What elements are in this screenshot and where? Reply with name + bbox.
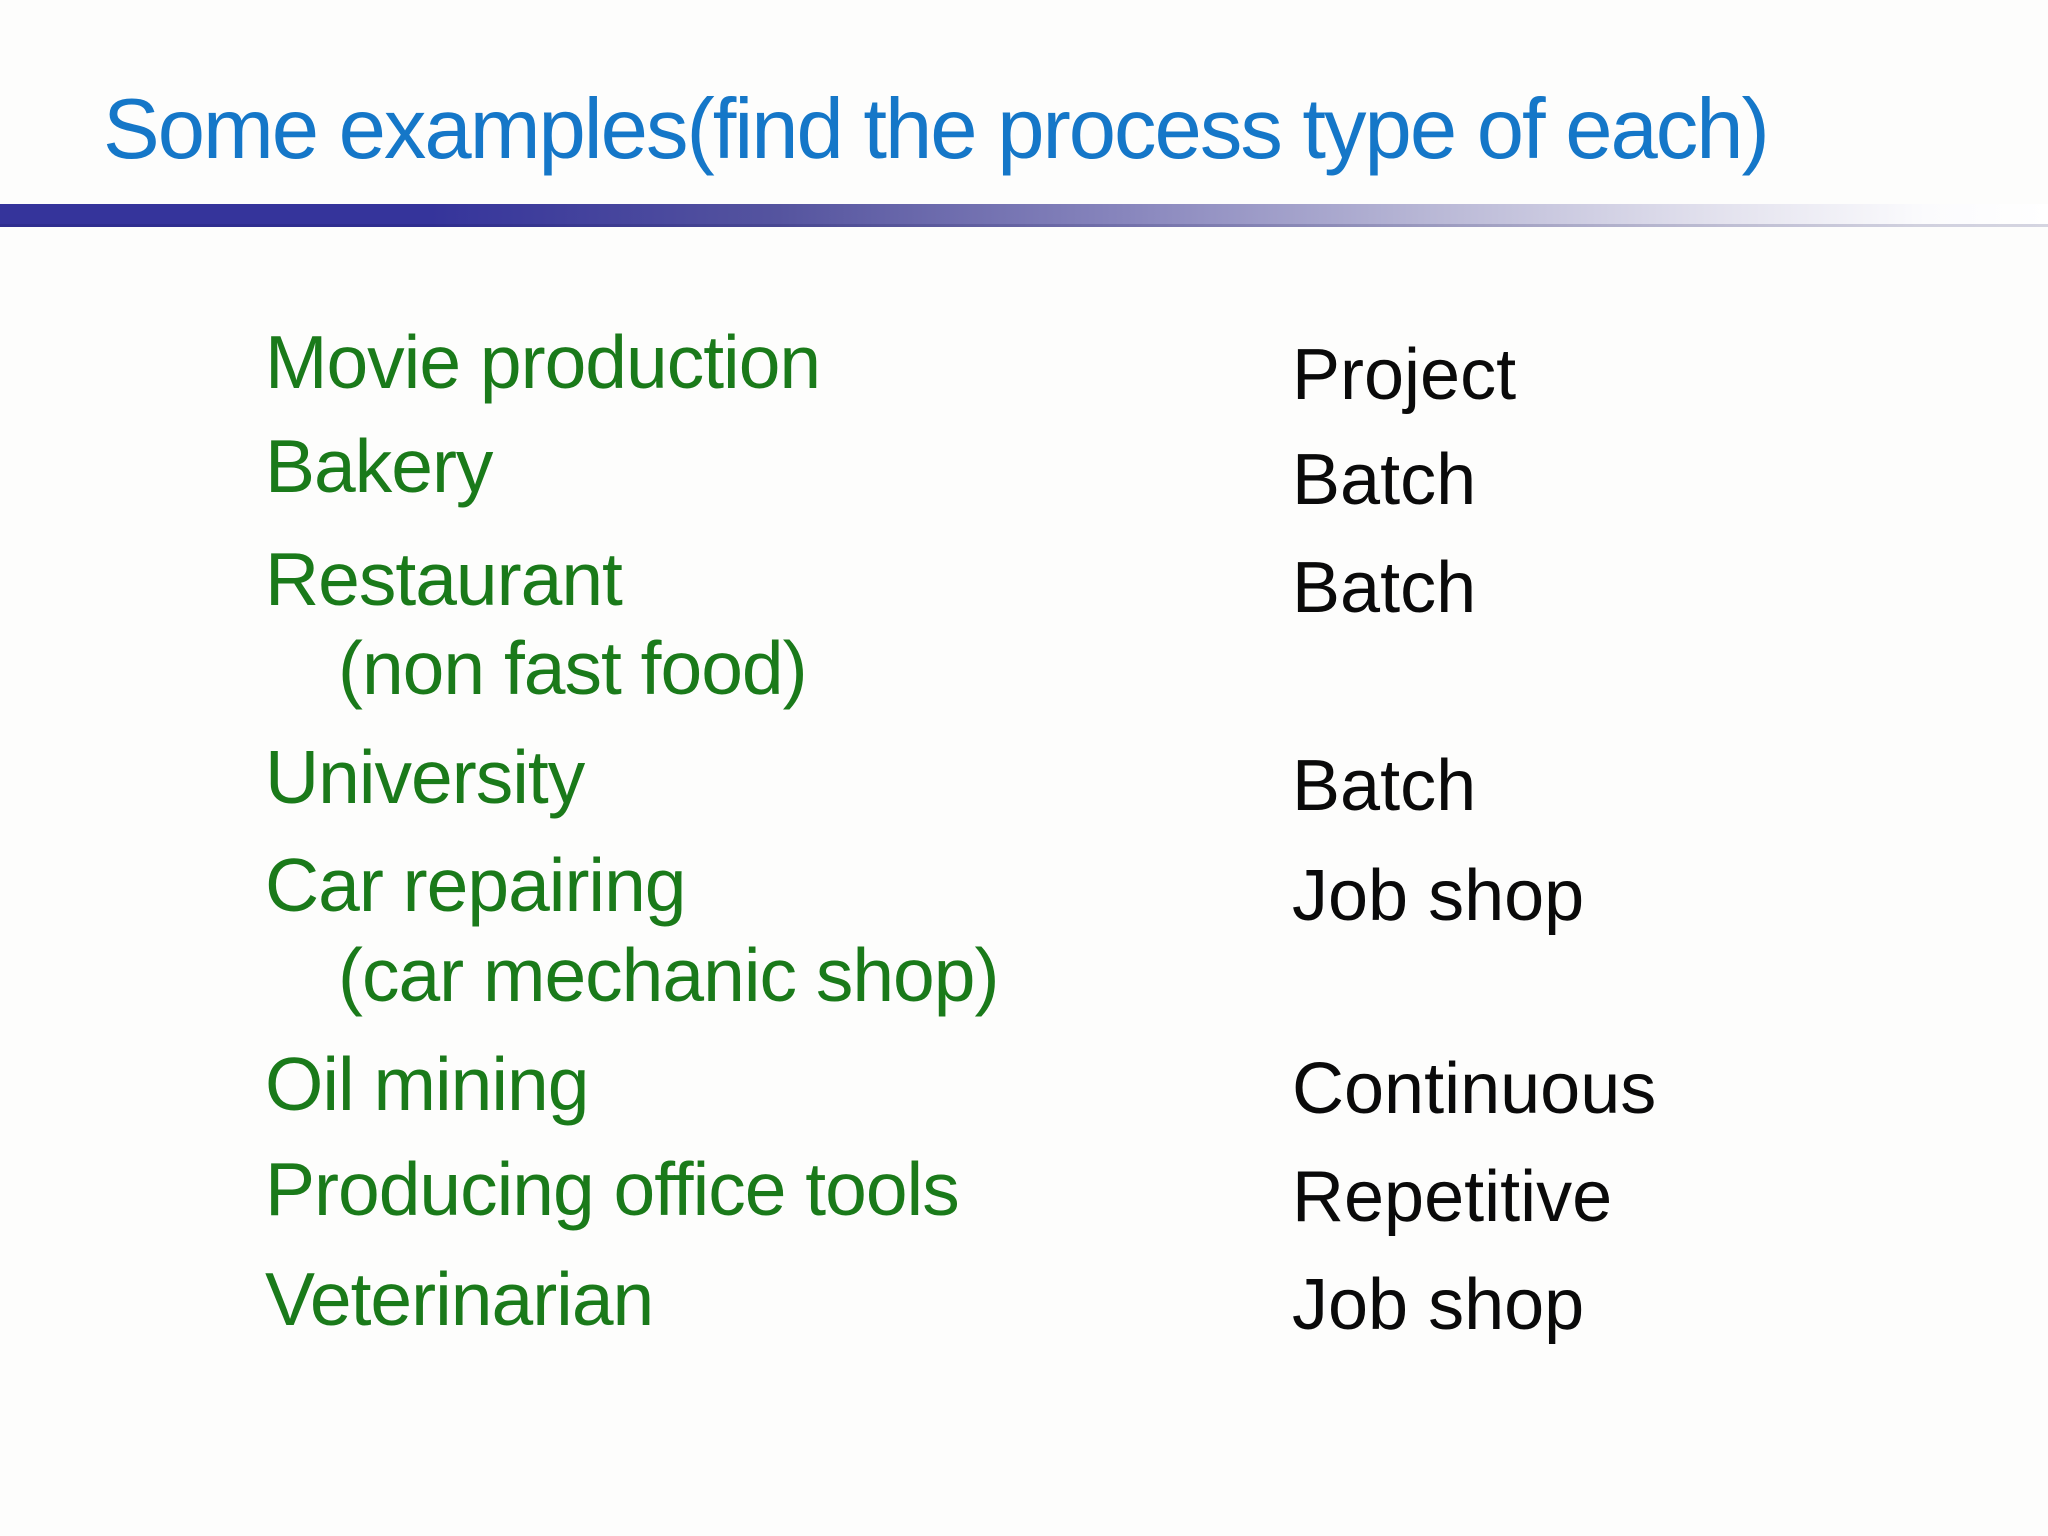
example-note: (non fast food) xyxy=(338,626,808,710)
example-note: (car mechanic shop) xyxy=(338,933,999,1017)
example-name: Oil mining xyxy=(265,1042,589,1126)
process-type: Job shop xyxy=(1292,856,1585,936)
example-name: Restaurant xyxy=(265,537,623,621)
process-type: Project xyxy=(1292,335,1517,415)
example-name: Car repairing xyxy=(265,843,687,927)
process-type: Batch xyxy=(1292,746,1477,826)
example-name: Bakery xyxy=(265,424,493,508)
title-underline-bar xyxy=(0,204,2048,227)
example-name: Movie production xyxy=(265,320,821,404)
process-type: Continuous xyxy=(1292,1049,1657,1129)
example-name: Producing office tools xyxy=(265,1147,960,1231)
process-type: Batch xyxy=(1292,440,1477,520)
example-name: University xyxy=(265,735,585,819)
process-type: Batch xyxy=(1292,548,1477,628)
process-type: Job shop xyxy=(1292,1265,1585,1345)
slide-title: Some examples(find the process type of e… xyxy=(103,82,1770,178)
example-name: Veterinarian xyxy=(265,1257,654,1341)
process-type: Repetitive xyxy=(1292,1157,1613,1237)
